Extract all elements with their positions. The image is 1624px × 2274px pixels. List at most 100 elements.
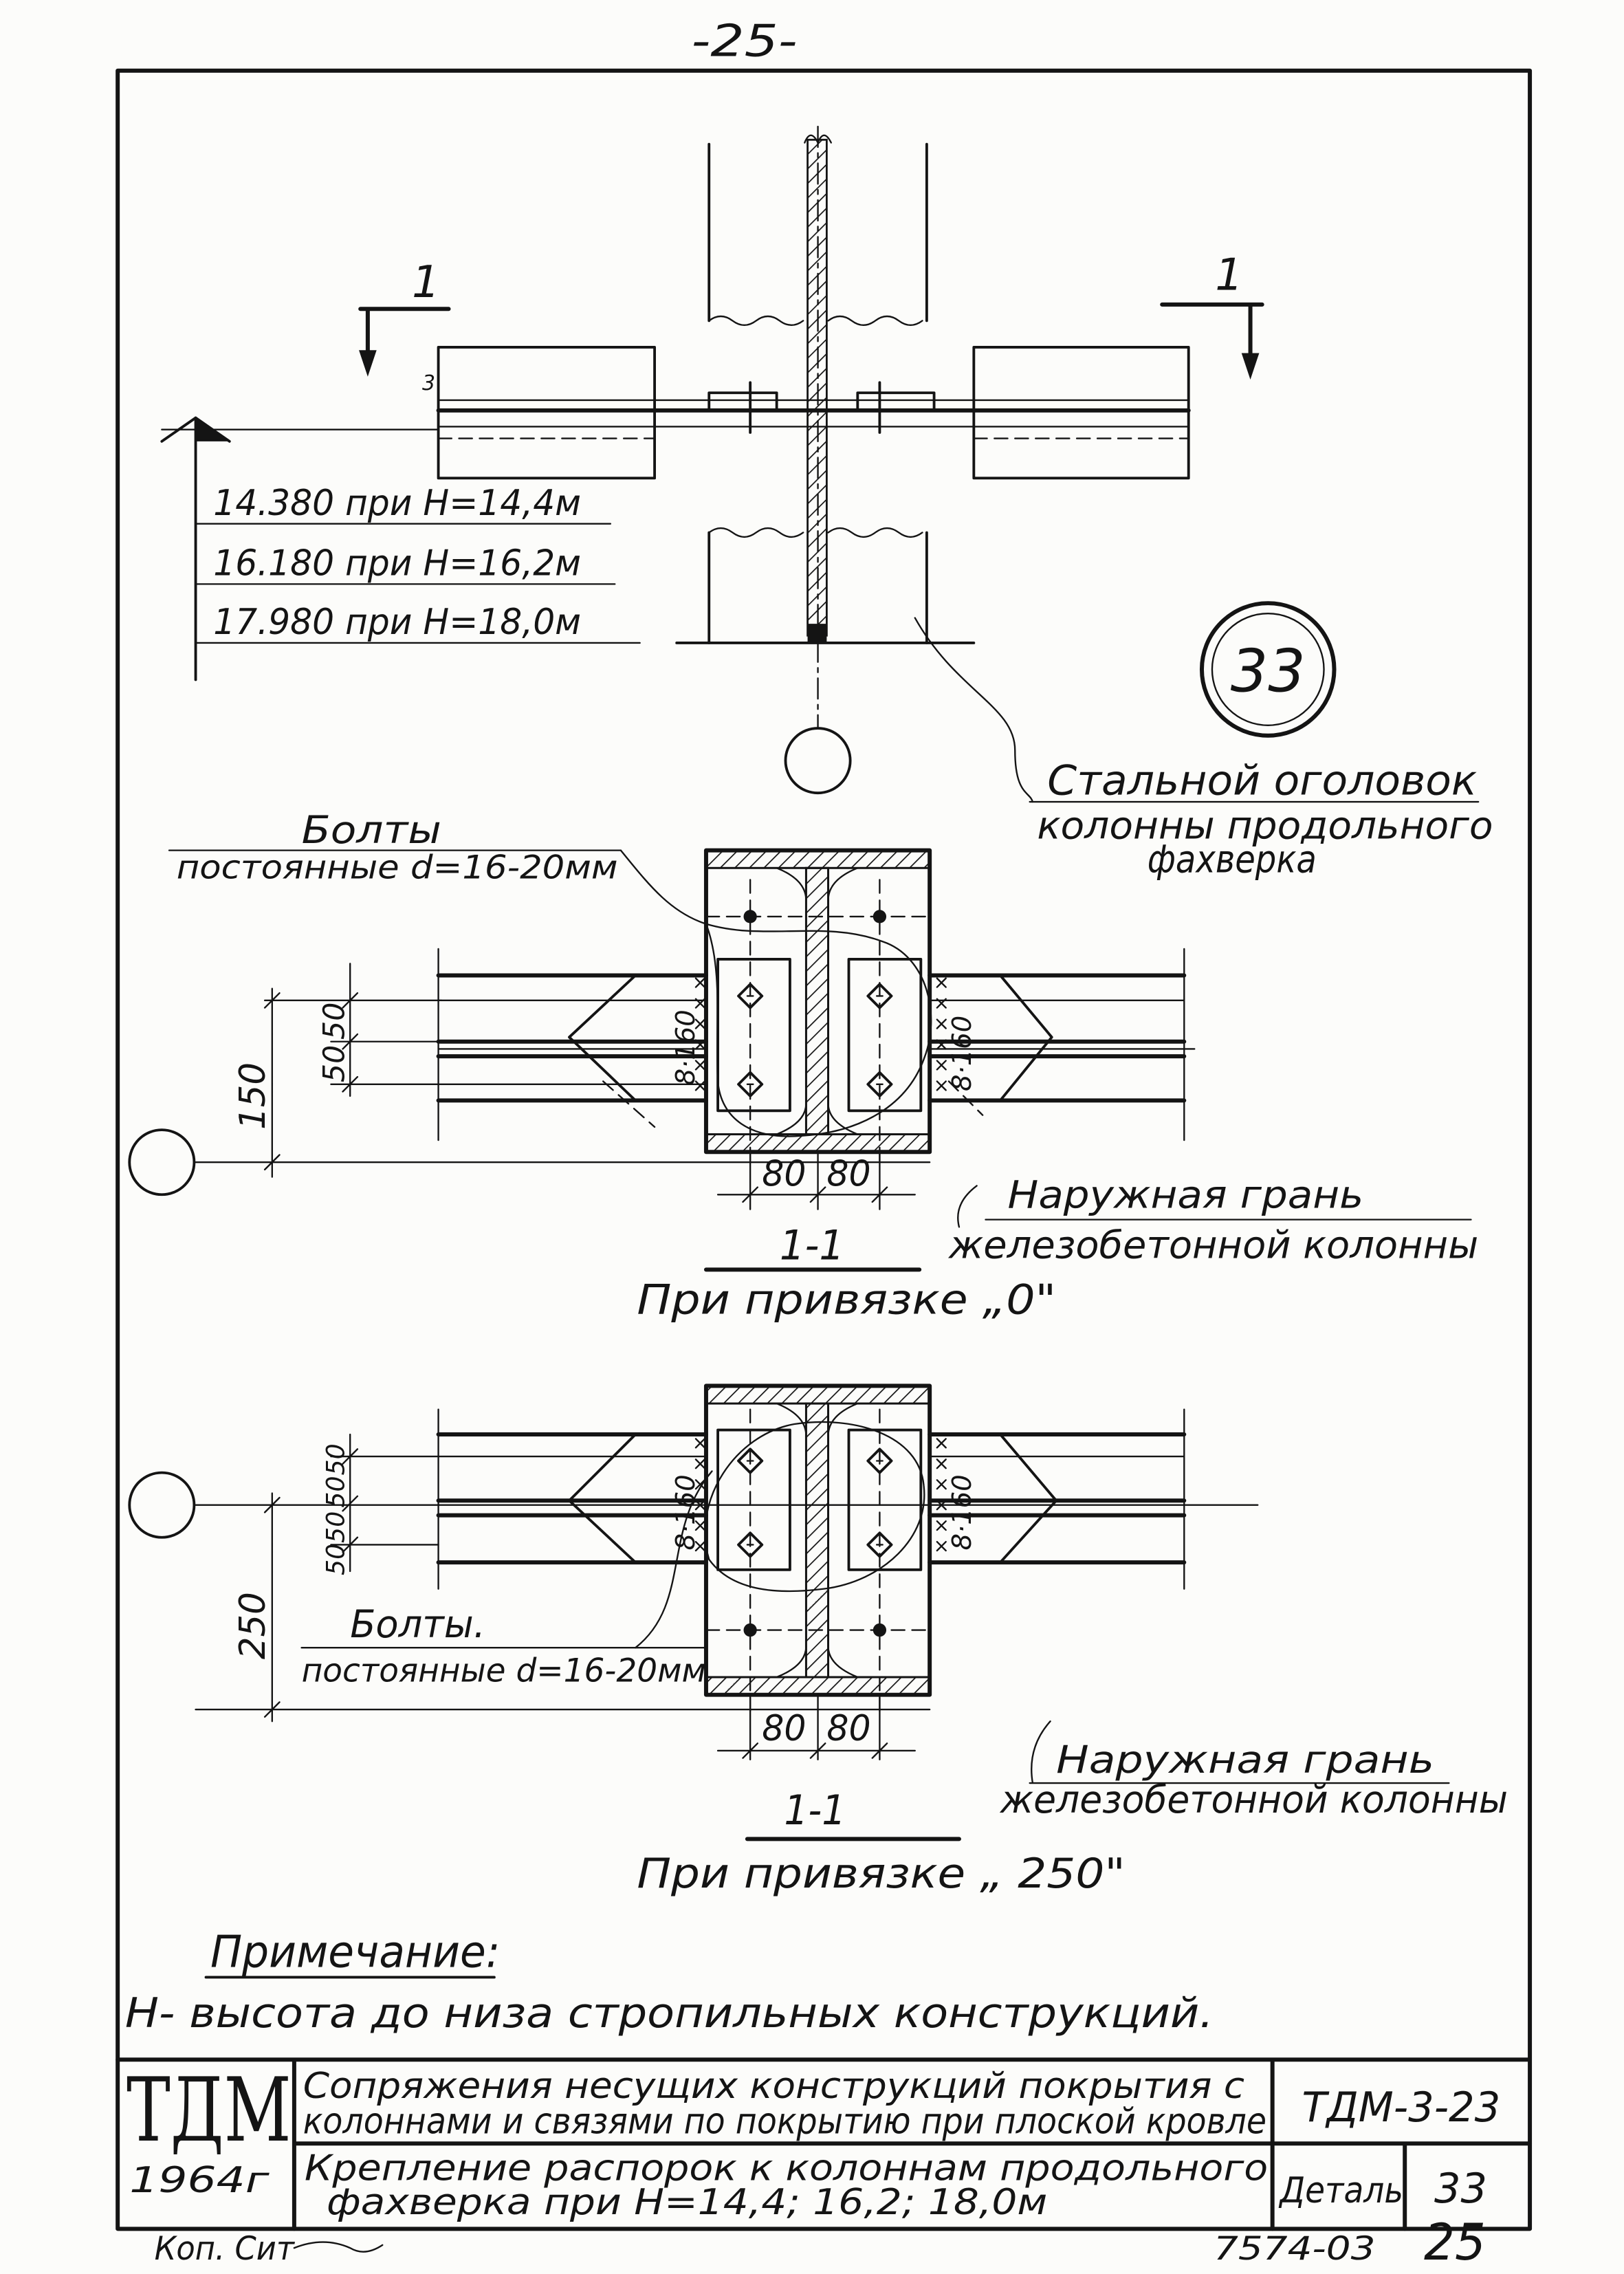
section-title: 1-1 <box>784 1786 846 1835</box>
column-lower-outline <box>707 531 928 644</box>
copied-by: Коп. Сит <box>155 2230 296 2268</box>
bolt-pitch-right: 8·160 <box>947 1474 978 1550</box>
bolts-label: Болты <box>302 808 441 853</box>
column-head-top-plate <box>705 1384 931 1405</box>
section-cut-left <box>358 307 451 358</box>
section-cut-right <box>1160 302 1264 362</box>
face-label-line-2: железобетонной колонны <box>999 1778 1508 1822</box>
column-upper-break-line <box>708 315 923 326</box>
dimension-part-lower: 50 <box>318 1045 352 1082</box>
section-mark-right: 1 <box>1215 249 1243 300</box>
gusset-plate-right <box>847 1428 923 1571</box>
column-head-top-plate <box>705 849 931 869</box>
strut-outline-left <box>436 973 708 1103</box>
face-label-leader <box>1029 1720 1450 1784</box>
gusset-plate-left <box>716 1428 791 1571</box>
strut-outline-left <box>436 1432 708 1565</box>
section-1-1-binding-0: Болты постоянные d=16-20мм 8·160 8·160 1… <box>128 808 1478 1324</box>
detail-number: 33 <box>1231 638 1306 706</box>
bolts-leader <box>619 849 707 925</box>
face-label-leader <box>957 1185 1472 1228</box>
bolt-top-right <box>873 910 887 923</box>
note: Примечание: Н- высота до низа стропильны… <box>125 1926 1214 2037</box>
page-number: -25- <box>692 15 798 67</box>
dimension-part-1: 50 <box>321 1476 351 1507</box>
strut-thin-lines <box>437 1408 1185 1590</box>
bolt-mid-right <box>866 983 893 1009</box>
connection-plate-right <box>856 391 936 412</box>
bolt-pitch-left: 8·160 <box>670 1009 701 1085</box>
dimension-part-upper: 50 <box>318 1003 352 1040</box>
elevation-18-0: 17.980 при Н=18,0м <box>213 602 581 643</box>
elevation-16-2: 16.180 при Н=16,2м <box>213 543 581 584</box>
callout-line-3: фахверка <box>1148 838 1317 882</box>
bolt-low-left <box>737 1071 764 1097</box>
bolt-lines <box>749 381 881 434</box>
section-1-1-binding-250: 8·160 8·160 250 50 50 50 50 Болты. посто… <box>128 1384 1508 1898</box>
title-line-1: Сопряжения несущих конструкций покрытия … <box>303 2066 1244 2107</box>
face-label-line-2: железобетонной колонны <box>947 1223 1478 1267</box>
section-mark-left: 1 <box>412 256 440 308</box>
bolt-top-left <box>737 1447 764 1474</box>
item-mark: 3 <box>422 371 435 395</box>
bolt-top-left <box>743 910 757 923</box>
strut-gusset-left <box>568 974 707 1102</box>
dimension-bottom <box>716 1151 916 1210</box>
gusset-plate-right <box>847 958 923 1113</box>
detail-bubble-inner <box>1211 612 1325 726</box>
column-axis-bubble <box>784 727 852 795</box>
sheet-number: 25 <box>1424 2213 1486 2272</box>
subtitle-line-2: фахверка при Н=14,4; 16,2; 18,0м <box>327 2182 1047 2223</box>
note-heading: Примечание: <box>210 1926 500 1978</box>
section-title: 1-1 <box>780 1221 844 1269</box>
bolts-spec: постоянные d=16-20мм <box>302 1652 706 1690</box>
gusset-hidden-edge <box>602 1080 984 1128</box>
left-strut-beam <box>437 345 657 480</box>
title-block-grid <box>116 2057 1533 2231</box>
column-upper-outline <box>707 142 928 322</box>
bolt-mid-left <box>737 983 764 1009</box>
callout-line-1: Стальной оголовок <box>1047 756 1477 805</box>
column-head-bottom-plate <box>705 1676 931 1696</box>
bolt-low-left <box>743 1623 757 1637</box>
detail-label: Деталь <box>1279 2170 1404 2211</box>
strut-gusset-left <box>568 1433 707 1564</box>
strut-thin-lines <box>437 948 1196 1141</box>
organization-logo: ТДМ <box>127 2059 292 2162</box>
bolts-leader <box>635 1470 713 1649</box>
bolt-centers <box>746 995 884 1085</box>
dimension-bottom-right: 80 <box>826 1153 870 1194</box>
section-arrow-right <box>1241 353 1260 380</box>
gusset-plate-left <box>716 958 791 1113</box>
callout-leader <box>914 617 1034 803</box>
web-fillets <box>776 1402 859 1679</box>
dimension-part-4: 50 <box>321 1511 351 1543</box>
axis-bubble <box>128 1471 196 1539</box>
signature-flourish <box>293 2241 384 2253</box>
connection-plate-left <box>707 391 778 412</box>
strut-gusset-right <box>928 1433 1058 1564</box>
section-arrow-left <box>359 350 377 377</box>
series-code: ТДМ-3-23 <box>1302 2084 1500 2132</box>
weld-marks-left <box>694 977 705 1091</box>
dimension-total: 250 <box>232 1592 274 1659</box>
face-label-line-1: Наружная грань <box>1056 1738 1434 1782</box>
strut-flange-lines <box>437 399 1189 428</box>
bolt-low-right <box>873 1623 887 1637</box>
section-caption: При привязке „0" <box>637 1276 1056 1324</box>
bolt-pitch-left: 8·160 <box>670 1474 701 1550</box>
footer: Коп. Сит 7574-03 25 <box>155 2213 1486 2272</box>
bolt-mid-left <box>737 1531 764 1558</box>
subtitle-line-1: Крепление распорок к колоннам продольног… <box>305 2148 1268 2189</box>
plan-view: 1 1 3 14.380 при Н=14,4м 16.180 при Н=16… <box>160 125 1493 882</box>
bolt-low-right <box>866 1071 893 1097</box>
section-caption: При привязке „ 250" <box>637 1850 1125 1898</box>
strut-gusset-right <box>928 974 1053 1102</box>
bolt-pitch-right: 8·160 <box>947 1016 978 1091</box>
order-number: 7574-03 <box>1214 2230 1375 2268</box>
dimension-bottom-left: 80 <box>762 1153 806 1194</box>
bolt-top-right <box>866 1447 893 1474</box>
bolt-axis-lines <box>705 879 931 1163</box>
column-web <box>804 866 830 1136</box>
dimension-bottom <box>716 1694 916 1760</box>
